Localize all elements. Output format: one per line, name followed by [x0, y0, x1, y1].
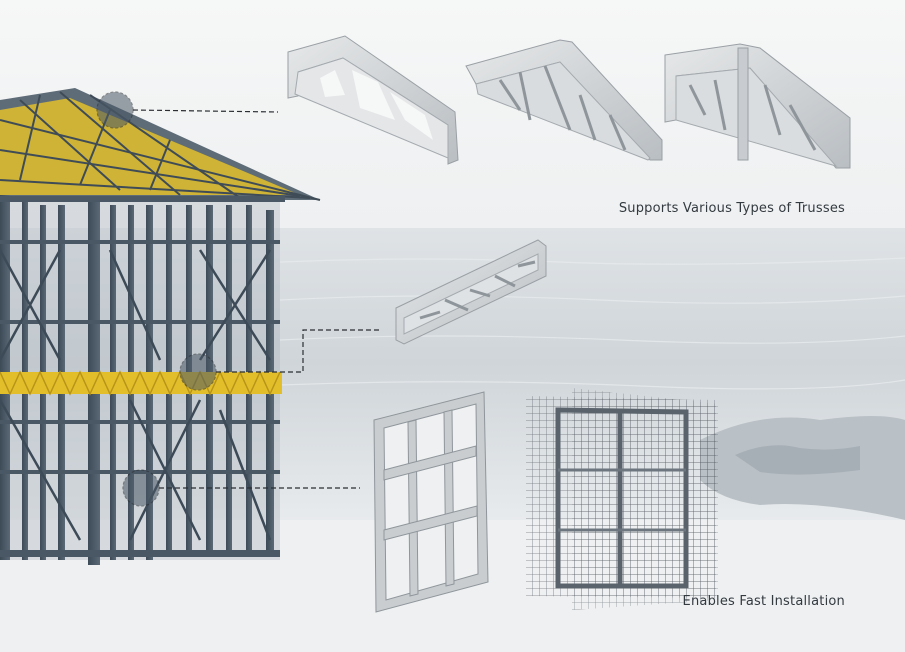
wall-bracing — [0, 249, 272, 541]
roof-truss-frame — [0, 88, 321, 201]
floor-joist-truss — [395, 239, 547, 345]
yellow-joist-band — [0, 370, 282, 396]
wall-panel-frame — [373, 391, 489, 613]
coastal-rocks — [700, 416, 905, 520]
roof-callout-circle — [96, 91, 134, 129]
truss-type-1 — [287, 35, 459, 165]
truss-type-2 — [465, 39, 663, 161]
installation-caption: Enables Fast Installation — [682, 594, 845, 609]
joist-callout-circle — [179, 353, 217, 391]
wave-lines — [279, 257, 905, 390]
leader-lines — [132, 109, 380, 489]
truss-type-3 — [664, 43, 851, 169]
trusses-caption: Supports Various Types of Trusses — [618, 201, 845, 216]
steel-frame-house — [0, 88, 321, 565]
mesh-panel — [526, 388, 718, 610]
wall-callout-circle — [122, 469, 160, 507]
